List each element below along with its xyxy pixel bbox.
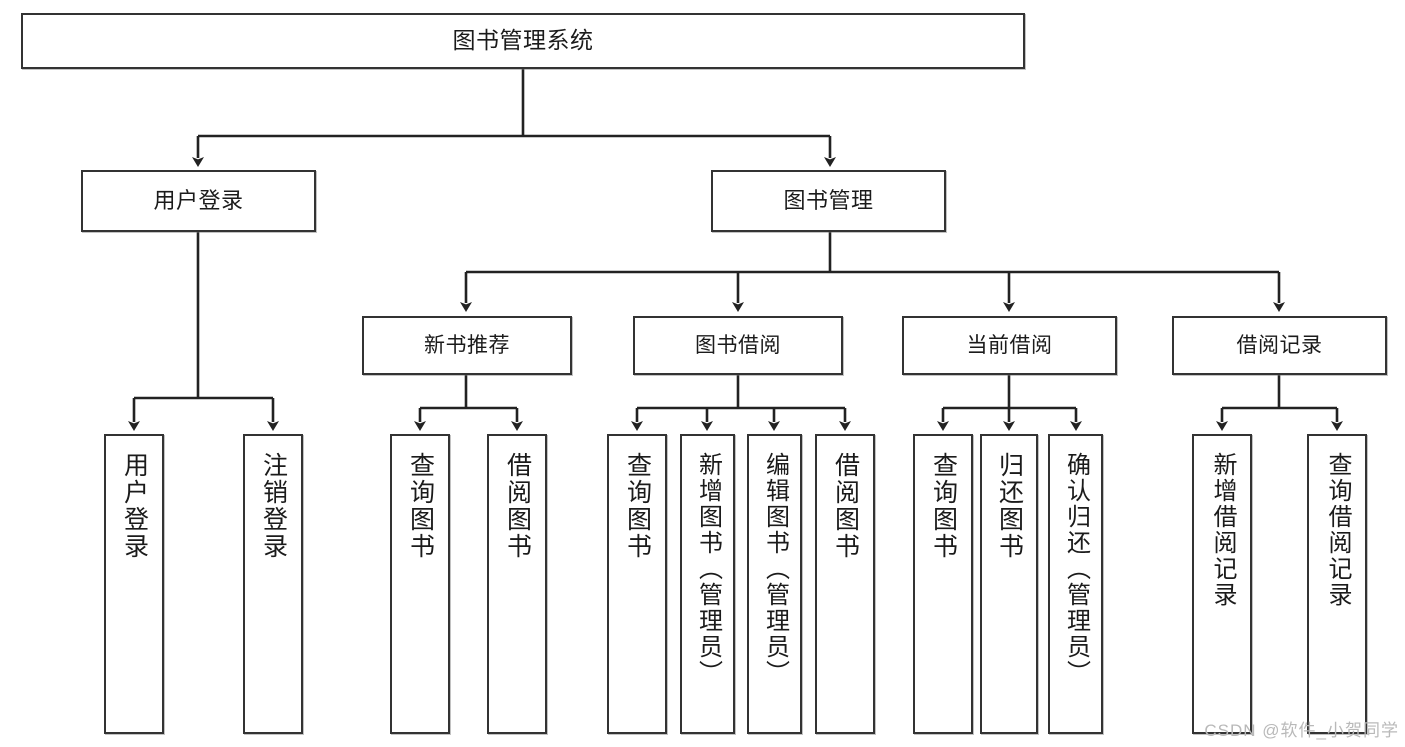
leaf-add-book-admin-label: 新增图书（管理员） [694, 452, 722, 686]
leaf-query-borrow-record-label: 查询借阅记录 [1323, 452, 1351, 608]
node-current-borrow[interactable]: 当前借阅 [902, 316, 1117, 375]
leaf-borrow-book-label: 借阅图书 [831, 452, 860, 560]
leaf-query-book-borrow[interactable]: 查询图书 [607, 434, 667, 734]
csdn-watermark: CSDN @软件_小贺同学 [1204, 721, 1399, 740]
leaf-borrow-book-recommend-label: 借阅图书 [503, 452, 532, 560]
node-current-borrow-label: 当前借阅 [966, 333, 1053, 357]
node-book-management-label: 图书管理 [783, 187, 874, 213]
leaf-logout-label: 注销登录 [259, 452, 288, 560]
node-new-book-recommend-label: 新书推荐 [424, 333, 510, 357]
leaf-add-book-admin[interactable]: 新增图书（管理员） [680, 434, 735, 734]
leaf-query-book-borrow-label: 查询图书 [623, 452, 652, 560]
leaf-add-borrow-record-label: 新增借阅记录 [1208, 452, 1236, 608]
node-borrow-record[interactable]: 借阅记录 [1172, 316, 1387, 375]
node-book-borrow-label: 图书借阅 [695, 333, 781, 357]
node-book-borrow[interactable]: 图书借阅 [633, 316, 843, 375]
node-book-management[interactable]: 图书管理 [711, 170, 946, 232]
leaf-edit-book-admin[interactable]: 编辑图书（管理员） [747, 434, 802, 734]
leaf-edit-book-admin-label: 编辑图书（管理员） [761, 452, 789, 686]
leaf-borrow-book[interactable]: 借阅图书 [815, 434, 875, 734]
leaf-confirm-return-admin[interactable]: 确认归还（管理员） [1048, 434, 1103, 734]
leaf-borrow-book-recommend[interactable]: 借阅图书 [487, 434, 547, 734]
node-borrow-record-label: 借阅记录 [1236, 333, 1323, 357]
leaf-return-book[interactable]: 归还图书 [980, 434, 1038, 734]
leaf-query-book-recommend-label: 查询图书 [406, 452, 435, 560]
leaf-confirm-return-admin-label: 确认归还（管理员） [1062, 452, 1090, 686]
node-user-login[interactable]: 用户登录 [81, 170, 316, 232]
node-root-label: 图书管理系统 [452, 27, 594, 54]
leaf-query-book-recommend[interactable]: 查询图书 [390, 434, 450, 734]
leaf-query-book-current-label: 查询图书 [929, 452, 958, 560]
node-new-book-recommend[interactable]: 新书推荐 [362, 316, 572, 375]
leaf-user-login[interactable]: 用户登录 [104, 434, 164, 734]
leaf-query-book-current[interactable]: 查询图书 [913, 434, 973, 734]
node-user-login-label: 用户登录 [153, 187, 244, 213]
leaf-query-borrow-record[interactable]: 查询借阅记录 [1307, 434, 1367, 734]
node-root[interactable]: 图书管理系统 [21, 13, 1025, 69]
leaf-return-book-label: 归还图书 [995, 452, 1024, 560]
leaf-add-borrow-record[interactable]: 新增借阅记录 [1192, 434, 1252, 734]
leaf-logout[interactable]: 注销登录 [243, 434, 303, 734]
leaf-user-login-label: 用户登录 [120, 452, 149, 560]
